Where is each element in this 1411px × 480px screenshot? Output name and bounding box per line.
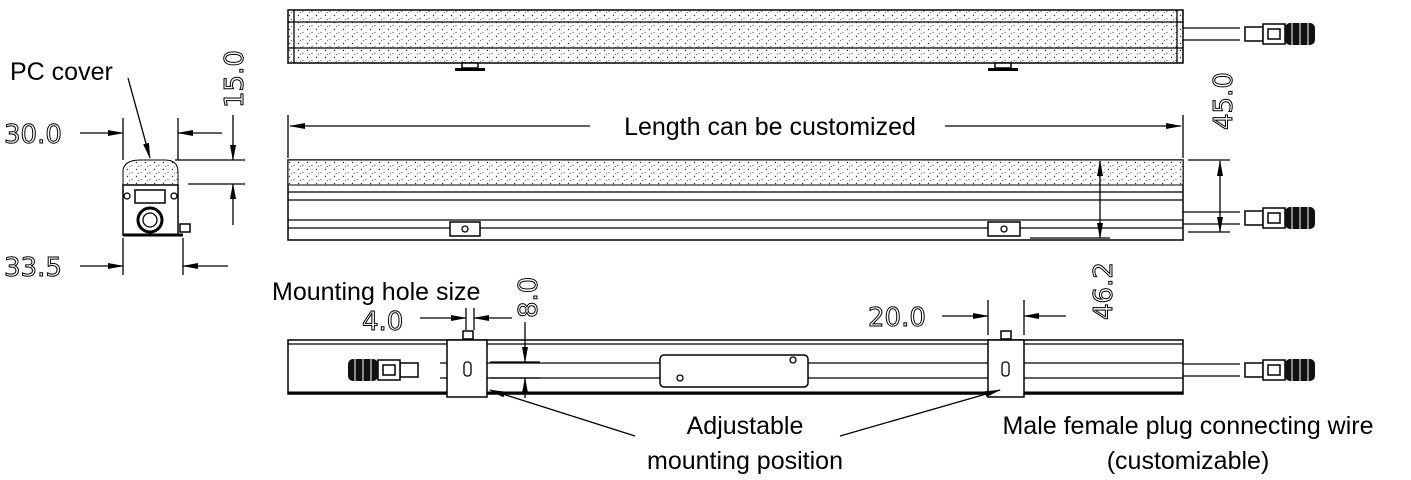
pc-cover-section: [122, 159, 179, 186]
plug-label-line1: Male female plug connecting wire: [1002, 412, 1373, 440]
top-view: [287, 9, 1316, 71]
plug-label-line2: (customizable): [1107, 447, 1270, 475]
dim-30: 30.0: [4, 120, 62, 150]
adjustable-label-line1: Adjustable: [687, 412, 804, 440]
dim-20: 20.0: [868, 303, 926, 333]
adjustable-label-line2: mounting position: [647, 447, 843, 475]
front-view: [287, 159, 1316, 241]
side-view: [122, 159, 191, 237]
length-label: Length can be customized: [624, 113, 916, 141]
pc-cover-label: PC cover: [10, 58, 113, 86]
mounting-hole-label: Mounting hole size: [272, 278, 480, 306]
dim-4: 4.0: [362, 307, 403, 337]
dim-15: 15.0: [220, 50, 250, 108]
dim-46-2: 46.2: [1089, 262, 1119, 320]
dim-8: 8.0: [514, 277, 544, 318]
bottom-view: [287, 330, 1316, 398]
dim-33-5: 33.5: [4, 253, 62, 283]
dim-45: 45.0: [1209, 72, 1239, 130]
